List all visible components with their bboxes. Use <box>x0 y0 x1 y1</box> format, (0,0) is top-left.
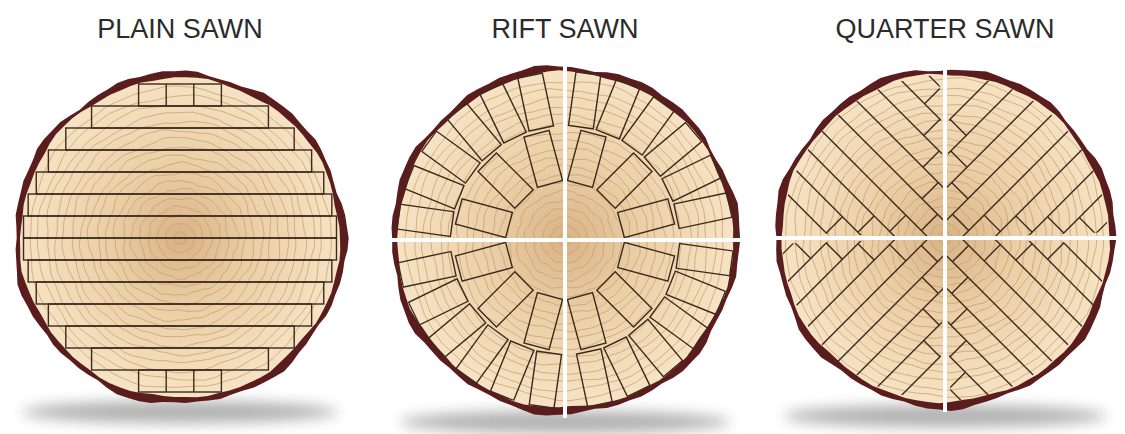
quarter-cuts <box>771 64 1119 412</box>
rift-log <box>387 62 743 433</box>
quarter-log <box>749 42 1125 434</box>
quarter-cuts <box>387 62 743 418</box>
heartwood <box>20 77 340 397</box>
growth-rings <box>30 86 331 388</box>
log-shadow <box>22 401 337 423</box>
boards <box>749 42 1125 434</box>
plain-log <box>16 70 349 423</box>
cut-label: PLAIN SAWN <box>97 14 263 45</box>
boards <box>24 84 337 392</box>
cut-label: RIFT SAWN <box>492 14 639 45</box>
bark <box>16 70 349 403</box>
cut-label: QUARTER SAWN <box>835 14 1054 45</box>
